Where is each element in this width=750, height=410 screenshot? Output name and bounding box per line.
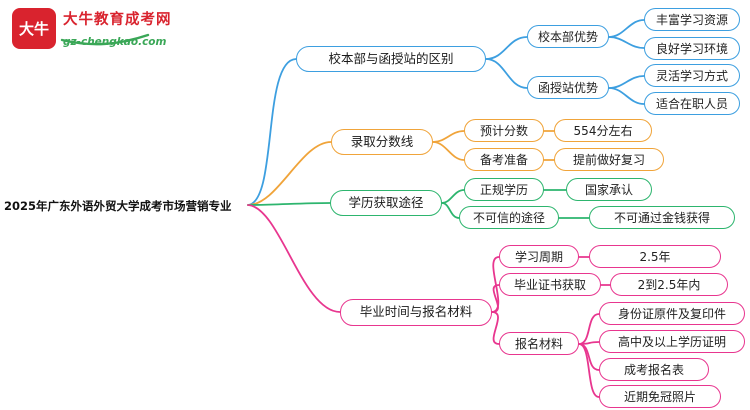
edge-root-degree <box>247 202 331 206</box>
logo-text-block: 大牛教育成考网 gz-chengkao.com <box>63 8 172 48</box>
leaf-education-proof: 高中及以上学历证明 <box>599 330 745 353</box>
leaf-flexible-study: 灵活学习方式 <box>644 64 740 87</box>
edge-campus-adv2 <box>485 58 528 89</box>
leaf-score-value: 554分左右 <box>554 119 652 142</box>
node-exam-prep: 备考准备 <box>464 148 544 171</box>
edge-material-id <box>578 313 600 345</box>
node-diploma-obtain: 毕业证书获取 <box>499 273 601 296</box>
node-untrusted-path: 不可信的途径 <box>459 206 559 229</box>
edge-degree-untrust <box>441 202 460 219</box>
edge-grad-diploma <box>491 284 500 313</box>
node-station-advantage: 函授站优势 <box>527 76 609 99</box>
leaf-review-early: 提前做好复习 <box>554 148 664 171</box>
edge-score-est <box>432 130 465 143</box>
logo-swoosh <box>60 33 150 46</box>
logo-subtitle: gz-chengkao.com <box>63 36 167 48</box>
leaf-photo: 近期免冠照片 <box>599 385 721 408</box>
logo-icon-text: 大牛 <box>18 20 49 38</box>
node-registration-materials: 报名材料 <box>499 332 579 355</box>
root-topic: 2025年广东外语外贸大学成考市场营销专业 <box>4 199 232 213</box>
leaf-cycle-value: 2.5年 <box>589 245 721 268</box>
branch-admission-score: 录取分数线 <box>331 129 433 155</box>
branch-graduation-materials: 毕业时间与报名材料 <box>340 299 492 326</box>
edge-root-campus <box>247 58 297 206</box>
node-study-cycle: 学习周期 <box>499 245 579 268</box>
edge-grad-material <box>491 311 500 345</box>
logo-bull-icon: 大牛 <box>12 8 56 49</box>
logo-title: 大牛教育成考网 <box>63 12 172 28</box>
edge-material-photo <box>578 343 600 398</box>
leaf-rich-resources: 丰富学习资源 <box>644 8 740 31</box>
branch-degree-path: 学历获取途径 <box>330 190 442 216</box>
leaf-diploma-time: 2到2.5年内 <box>610 273 728 296</box>
leaf-good-environment: 良好学习环境 <box>644 37 740 60</box>
edge-campus-adv1 <box>485 36 528 60</box>
edge-degree-formal <box>441 189 465 204</box>
leaf-registration-form: 成考报名表 <box>599 358 709 381</box>
edge-adv1-leaf2 <box>608 36 645 49</box>
edge-root-grad <box>247 204 341 313</box>
node-estimated-score: 预计分数 <box>464 119 544 142</box>
edge-score-prep <box>432 141 465 161</box>
edge-adv2-leaf2 <box>608 87 645 105</box>
node-campus-advantage: 校本部优势 <box>527 25 609 48</box>
edge-root-score <box>247 141 332 206</box>
edge-adv2-leaf1 <box>608 75 645 89</box>
leaf-id-card: 身份证原件及复印件 <box>599 302 745 325</box>
leaf-state-recognized: 国家承认 <box>566 178 652 201</box>
site-logo: 大牛 大牛教育成考网 gz-chengkao.com <box>12 8 172 49</box>
leaf-not-by-money: 不可通过金钱获得 <box>589 206 735 229</box>
node-formal-degree: 正规学历 <box>464 178 544 201</box>
edge-adv1-leaf1 <box>608 19 645 38</box>
branch-campus-vs-station: 校本部与函授站的区别 <box>296 46 486 72</box>
leaf-suits-working: 适合在职人员 <box>644 92 740 115</box>
